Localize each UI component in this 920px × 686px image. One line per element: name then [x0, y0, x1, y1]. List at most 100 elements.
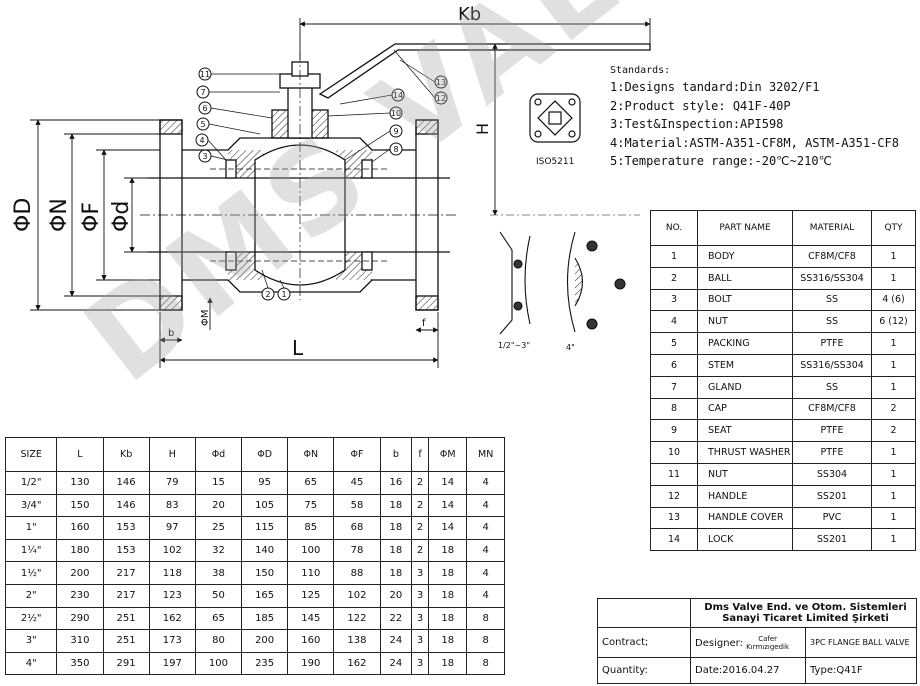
- dims-cell: 100: [287, 538, 335, 563]
- parts-cell: 4: [650, 310, 698, 334]
- dims-cell: 162: [333, 651, 381, 676]
- parts-header-qty: QTY: [871, 210, 916, 246]
- dims-cell: 95: [241, 471, 289, 495]
- dims-cell: 118: [148, 561, 196, 585]
- dims-header-cell: H: [148, 437, 196, 472]
- dims-cell: 150: [241, 561, 289, 585]
- parts-cell: SS201: [792, 484, 872, 508]
- parts-cell: 1: [871, 353, 916, 377]
- parts-cell: GLAND: [697, 375, 793, 399]
- parts-header-material: MATERIAL: [792, 210, 872, 246]
- dims-cell: 14: [428, 493, 468, 518]
- dims-cell: 2: [411, 516, 430, 540]
- dims-cell: 1½": [4, 561, 58, 585]
- dims-cell: 160: [287, 629, 335, 653]
- parts-cell: SS316/SS304: [792, 266, 872, 290]
- parts-cell: 2: [650, 266, 698, 290]
- dims-cell: 123: [148, 583, 196, 608]
- iso5211-mounting-pad: [529, 93, 581, 143]
- parts-cell: THRUST WASHER: [697, 441, 793, 464]
- dim-b-label: b: [168, 328, 174, 339]
- parts-cell: SS: [792, 310, 872, 334]
- standard-item: 5:Temperature range:-20℃~210℃: [610, 154, 833, 168]
- dims-cell: 75: [287, 493, 335, 518]
- dims-header-cell: ΦF: [333, 437, 381, 472]
- flange-label-small: 1/2"~3": [498, 341, 530, 350]
- dims-cell: 173: [148, 629, 196, 653]
- parts-cell: PVC: [792, 506, 872, 530]
- dims-cell: 3: [411, 629, 430, 653]
- parts-cell: CAP: [697, 397, 793, 421]
- dims-cell: 2: [411, 538, 430, 563]
- standard-item: 4:Material:ASTM-A351-CF8M, ASTM-A351-CF8: [610, 135, 899, 150]
- parts-cell: 12: [650, 484, 698, 508]
- parts-cell: PTFE: [792, 332, 872, 355]
- parts-cell: 5: [650, 332, 698, 355]
- dims-header-cell: Kb: [102, 437, 150, 472]
- parts-cell: 10: [650, 441, 698, 464]
- parts-cell: SS304: [792, 462, 872, 486]
- dim-of-label: ΦF: [79, 202, 104, 232]
- parts-cell: CF8M/CF8: [792, 245, 872, 268]
- dims-cell: 4": [4, 651, 58, 676]
- parts-cell: NUT: [697, 462, 793, 486]
- dims-cell: 20: [379, 583, 413, 608]
- parts-cell: PTFE: [792, 441, 872, 464]
- parts-cell: 1: [650, 245, 698, 268]
- dims-cell: 197: [148, 651, 196, 676]
- dims-cell: 16: [379, 471, 413, 495]
- dims-cell: 83: [148, 493, 196, 518]
- dims-cell: 97: [148, 516, 196, 540]
- dims-cell: 4: [466, 538, 505, 563]
- standard-item: 2:Product style: Q41F-40P: [610, 98, 791, 113]
- dims-cell: 32: [194, 538, 243, 563]
- svg-text:9: 9: [393, 127, 398, 136]
- svg-text:11: 11: [200, 70, 210, 79]
- dims-cell: 78: [333, 538, 381, 563]
- svg-text:10: 10: [391, 109, 401, 118]
- dims-cell: 102: [333, 583, 381, 608]
- svg-text:1: 1: [281, 290, 286, 299]
- dims-cell: 3: [411, 606, 430, 631]
- dims-cell: 1": [4, 516, 58, 540]
- dims-cell: 162: [148, 606, 196, 631]
- dims-cell: 153: [102, 538, 150, 563]
- dim-f-label: f: [422, 318, 426, 329]
- svg-text:12: 12: [436, 94, 446, 103]
- svg-text:6: 6: [202, 104, 207, 113]
- dims-cell: 15: [194, 471, 243, 495]
- dim-om-label: ΦM: [200, 310, 211, 327]
- dims-cell: 200: [56, 561, 104, 585]
- dims-cell: 20: [194, 493, 243, 518]
- type-label: Type:Q41F: [805, 657, 917, 684]
- dims-cell: 3: [411, 583, 430, 608]
- dims-cell: 100: [194, 651, 243, 676]
- dim-h-label: H: [473, 123, 492, 135]
- parts-cell: NUT: [697, 310, 793, 334]
- dims-cell: 310: [56, 629, 104, 653]
- parts-cell: 1: [871, 506, 916, 530]
- dims-cell: 18: [428, 606, 468, 631]
- dims-cell: 38: [194, 561, 243, 585]
- dims-cell: 25: [194, 516, 243, 540]
- dims-cell: 165: [241, 583, 289, 608]
- svg-text:7: 7: [200, 88, 205, 97]
- dims-cell: 8: [466, 606, 505, 631]
- dims-cell: 146: [102, 471, 150, 495]
- flange-label-large: 4": [566, 343, 575, 352]
- dims-cell: 217: [102, 583, 150, 608]
- dims-cell: 146: [102, 493, 150, 518]
- dims-cell: 8: [466, 651, 505, 676]
- dims-cell: 160: [56, 516, 104, 540]
- dims-cell: 4: [466, 516, 505, 540]
- dims-header-cell: SIZE: [4, 437, 58, 472]
- parts-cell: 6: [650, 353, 698, 377]
- parts-cell: 1: [871, 441, 916, 464]
